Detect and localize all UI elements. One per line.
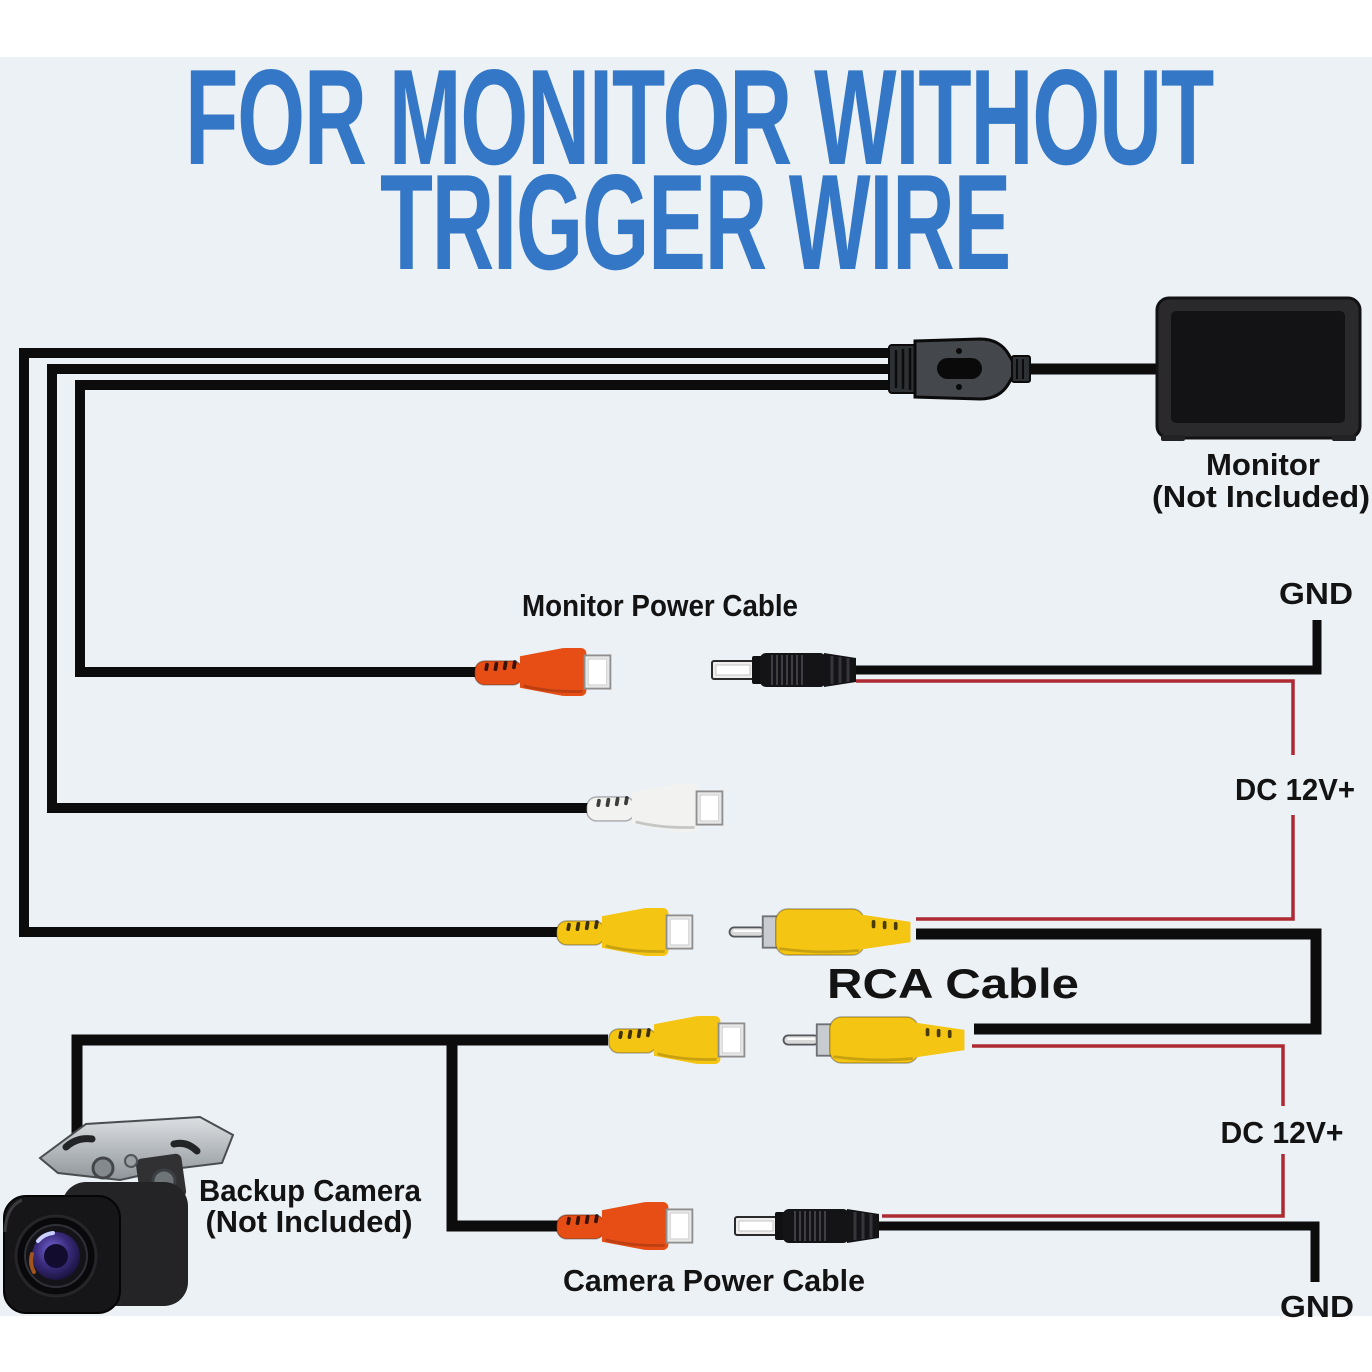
page-title-line2: TRIGGER WIRE	[380, 146, 1010, 298]
camera-video-lead-wire	[71, 1034, 608, 1164]
red-wire-label-to-camera-power	[882, 1154, 1285, 1218]
backup-camera-name-label: Backup Camera	[199, 1173, 422, 1208]
page-title-line1: FOR MONITOR WITHOUT	[185, 41, 1214, 193]
monitor-power-cable-label: Monitor Power Cable	[522, 588, 798, 623]
power-and-rca-wires	[71, 620, 1322, 1282]
harness-power-wire	[75, 380, 893, 677]
rca-cable-wire	[916, 928, 1322, 1035]
camera-power-gnd-wire	[879, 1221, 1320, 1282]
monitor-screen	[1171, 311, 1345, 423]
gnd-top-label: GND	[1279, 576, 1353, 611]
gnd-bottom-label: GND	[1280, 1289, 1354, 1324]
camera-power-cable-label: Camera Power Cable	[563, 1263, 865, 1298]
connector-slot	[937, 358, 982, 379]
dc12v-top-label: DC 12V+	[1235, 772, 1355, 807]
rca-cable-label: RCA Cable	[827, 960, 1079, 1007]
red-wire-rca-bottom-to-label	[972, 1044, 1285, 1106]
red-power-wires	[856, 679, 1295, 1218]
harness-video-wire	[19, 348, 893, 937]
harness-wires	[19, 348, 1160, 937]
dc12v-bottom-label: DC 12V+	[1221, 1115, 1344, 1150]
camera-bracket	[38, 1115, 235, 1182]
backup-camera	[3, 1115, 235, 1314]
backup-camera-note-label: (Not Included)	[206, 1204, 413, 1239]
harness-av2-wire	[47, 364, 893, 813]
camera-power-lead-wire	[446, 1036, 558, 1232]
content-background	[0, 57, 1372, 1316]
monitor-power-gnd-wire	[856, 620, 1322, 675]
red-wire-label-to-rca-top	[916, 815, 1295, 921]
monitor-note-label: (Not Included)	[1152, 479, 1370, 514]
monitor-name-label: Monitor	[1206, 447, 1320, 482]
monitor	[1155, 296, 1362, 441]
harness-connector	[888, 337, 1031, 401]
red-wire-monitor-to-label	[856, 679, 1295, 755]
